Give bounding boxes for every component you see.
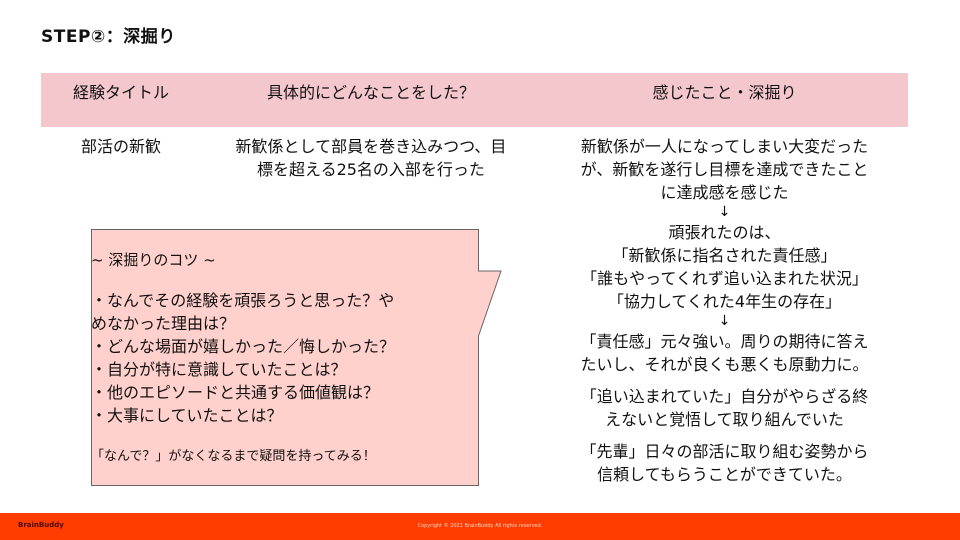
feeling-responsibility: 「責任感」元々強い。周りの期待に答え たいし、それが良くも悪くも原動力に。 — [541, 330, 908, 376]
text-line: 頑張れたのは、 — [668, 223, 781, 242]
header-what-did: 具体的にどんなことをした？ — [266, 83, 475, 102]
table-header: 経験タイトル 具体的にどんなことをした？ 感じたこと・深掘り — [41, 73, 908, 127]
feeling-senior: 「先輩」日々の部活に取り組む姿勢から 信頼してもらうことができていた。 — [541, 440, 908, 486]
text-line: 「先輩」日々の部活に取り組む姿勢から — [580, 442, 869, 461]
text-line: たいし、それが良くも悪くも原動力に。 — [580, 355, 869, 374]
text-line: 新歓係が一人になってしまい大変だった — [580, 137, 869, 156]
text-line: えないと覚悟して取り組んでいた — [605, 410, 844, 429]
feeling-summary: 新歓係が一人になってしまい大変だった が、新歓を遂行し目標を達成できたこと に達… — [541, 135, 908, 204]
text-line: 信頼してもらうことができていた。 — [597, 465, 852, 484]
action-line: 新歓係として部員を巻き込みつつ、目 — [235, 137, 507, 156]
row-experience-title: 部活の新歓 — [80, 137, 161, 156]
tip-item: ・なんでその経験を頑張ろうと思った？や — [91, 291, 395, 310]
down-arrow-icon: ↓ — [718, 204, 731, 220]
tips-title: ~ 深掘りのコツ ~ — [91, 251, 216, 269]
header-feelings: 感じたこと・深掘り — [652, 83, 797, 102]
row-action: 新歓係として部員を巻き込みつつ、目 標を超える25名の入部を行った — [201, 135, 541, 181]
tip-item: めなかった理由は？ — [91, 314, 236, 333]
footer-bar: BrainBuddy Copyright © 2021 BrainBuddy A… — [0, 513, 960, 540]
text-line: 「誰もやってくれず追い込まれた状況」 — [581, 269, 868, 288]
feeling-reasons: 頑張れたのは、 「新歓係に指名された責任感」 「誰もやってくれず追い込まれた状況… — [541, 221, 908, 313]
text-line: に達成感を感じた — [660, 183, 789, 202]
tip-item: ・大事にしていたことは？ — [91, 406, 283, 425]
text-line: が、新歓を遂行し目標を達成できたこと — [580, 160, 869, 179]
tips-note: 「なんで？」がなくなるまで疑問を持ってみる！ — [91, 449, 376, 464]
brand-logo: BrainBuddy — [18, 521, 64, 529]
tip-item: ・どんな場面が嬉しかった／悔しかった？ — [91, 337, 396, 356]
callout-bubble-shape — [91, 229, 502, 486]
text-line: 「新歓係に指名された責任感」 — [612, 246, 837, 265]
text-line: 「協力してくれた4年生の存在」 — [607, 292, 842, 311]
text-line: 「責任感」元々強い。周りの期待に答え — [580, 332, 869, 351]
tips-callout: ~ 深掘りのコツ ~ ・なんでその経験を頑張ろうと思った？や めなかった理由は？… — [91, 229, 502, 486]
tip-item: ・自分が特に意識していたことは？ — [91, 360, 347, 379]
tips-list: ・なんでその経験を頑張ろうと思った？や めなかった理由は？ ・どんな場面が嬉しか… — [91, 289, 479, 427]
down-arrow-icon: ↓ — [718, 313, 731, 329]
action-line: 標を超える25名の入部を行った — [257, 160, 485, 179]
copyright-text: Copyright © 2021 BrainBuddy All rights r… — [417, 523, 543, 529]
row-feelings: 新歓係が一人になってしまい大変だった が、新歓を遂行し目標を達成できたこと に達… — [541, 135, 908, 486]
text-line: 「追い込まれていた」自分がやらざる終 — [580, 387, 869, 406]
feeling-cornered: 「追い込まれていた」自分がやらざる終 えないと覚悟して取り組んでいた — [541, 385, 908, 431]
header-experience-title: 経験タイトル — [72, 83, 169, 102]
tip-item: ・他のエピソードと共通する価値観は？ — [91, 383, 380, 402]
slide-title: STEP②：深掘り — [41, 27, 176, 47]
